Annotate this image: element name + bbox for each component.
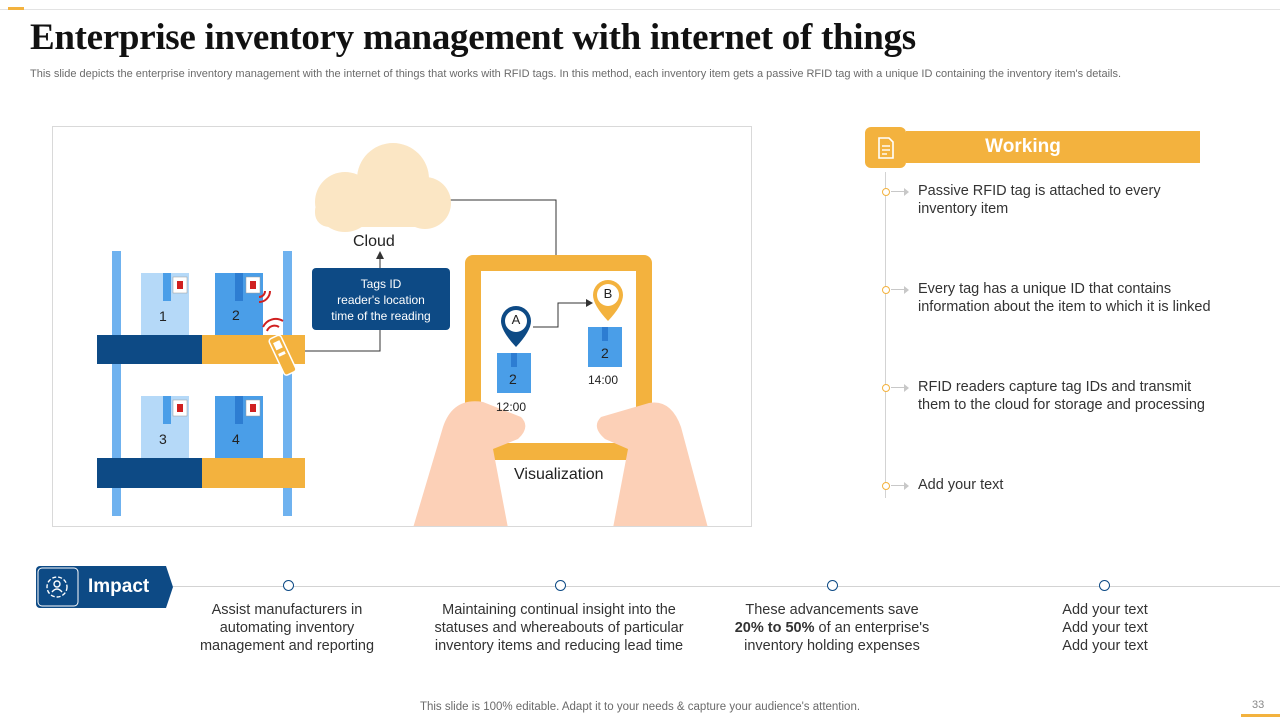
tag-info-line: time of the reading [331,309,431,323]
right-hand [596,402,708,526]
tag-info-line: reader's location [337,293,425,307]
box-number-1: 1 [159,308,167,324]
tablet-box-b-number: 2 [601,345,609,361]
time-a-label: 12:00 [496,400,527,414]
location-pin-b-icon [593,280,623,321]
inventory-box-3 [141,396,189,458]
document-icon [865,127,906,168]
impact-dot [555,580,566,591]
page-subtitle: This slide depicts the enterprise invent… [30,68,1122,80]
iot-illustration: Cloud Tags ID reader's location time of … [52,126,752,527]
tag-info-line: Tags ID [360,277,402,291]
shelf-bottom-navy [97,458,202,488]
box-number-2: 2 [232,307,240,323]
top-accent-bar [8,7,24,10]
shelf-post-left [112,251,121,516]
impact-column-1: Assist manufacturers in automating inven… [199,602,375,654]
tablet-box-b [588,327,622,367]
visualization-label: Visualization [514,466,604,483]
left-hand [413,401,526,526]
illustration-graphics [97,143,708,526]
time-b-label: 14:00 [588,373,619,387]
impact-highlight: 20% to 50% [734,620,815,636]
pin-a-label: A [511,312,521,327]
impact-column-2: Maintaining continual insight into the s… [434,602,684,654]
tablet-box-a [497,353,531,393]
tag-info-box: Tags ID reader's location time of the re… [312,268,450,330]
box-number-4: 4 [232,431,240,447]
working-timeline [885,172,886,498]
cloud-tablet-connector [441,199,557,255]
cloud-icon [315,143,451,232]
shelf-post-right [283,251,292,516]
page-title: Enterprise inventory management with int… [30,17,916,58]
pin-b-label: B [603,286,613,301]
top-divider [0,9,1280,10]
impact-column-4: Add your text Add your text Add your tex… [1062,602,1148,654]
people-network-icon [38,569,76,605]
cloud-label: Cloud [353,233,395,250]
tablet-box-a-number: 2 [509,371,517,387]
page-number: 33 [1252,699,1265,711]
impact-dot [1099,580,1110,591]
shelf-bottom-yellow [202,458,305,488]
arrow-up-icon [376,251,384,259]
impact-heading: Impact [88,576,150,597]
impact-dot [283,580,294,591]
footer-note: This slide is 100% editable. Adapt it to… [419,701,861,713]
page-accent-bar [1241,714,1280,717]
arrow-right-icon [586,299,593,307]
impact-column-3: These advancements save 20% to 50% of an… [734,602,930,654]
shelf-top-navy [97,335,202,364]
box-number-3: 3 [159,431,167,447]
inventory-box-4 [215,396,263,458]
wifi-signal-icon [258,290,271,303]
location-pin-a-icon [501,306,531,347]
wifi-signal-icon-2 [262,317,284,332]
route-connector [533,302,588,328]
rfid-reader-icon [268,334,297,376]
impact-timeline [173,586,1280,587]
impact-dot [827,580,838,591]
inventory-box-1 [141,273,189,335]
inventory-box-2 [215,273,263,335]
working-heading: Working [906,131,1200,163]
